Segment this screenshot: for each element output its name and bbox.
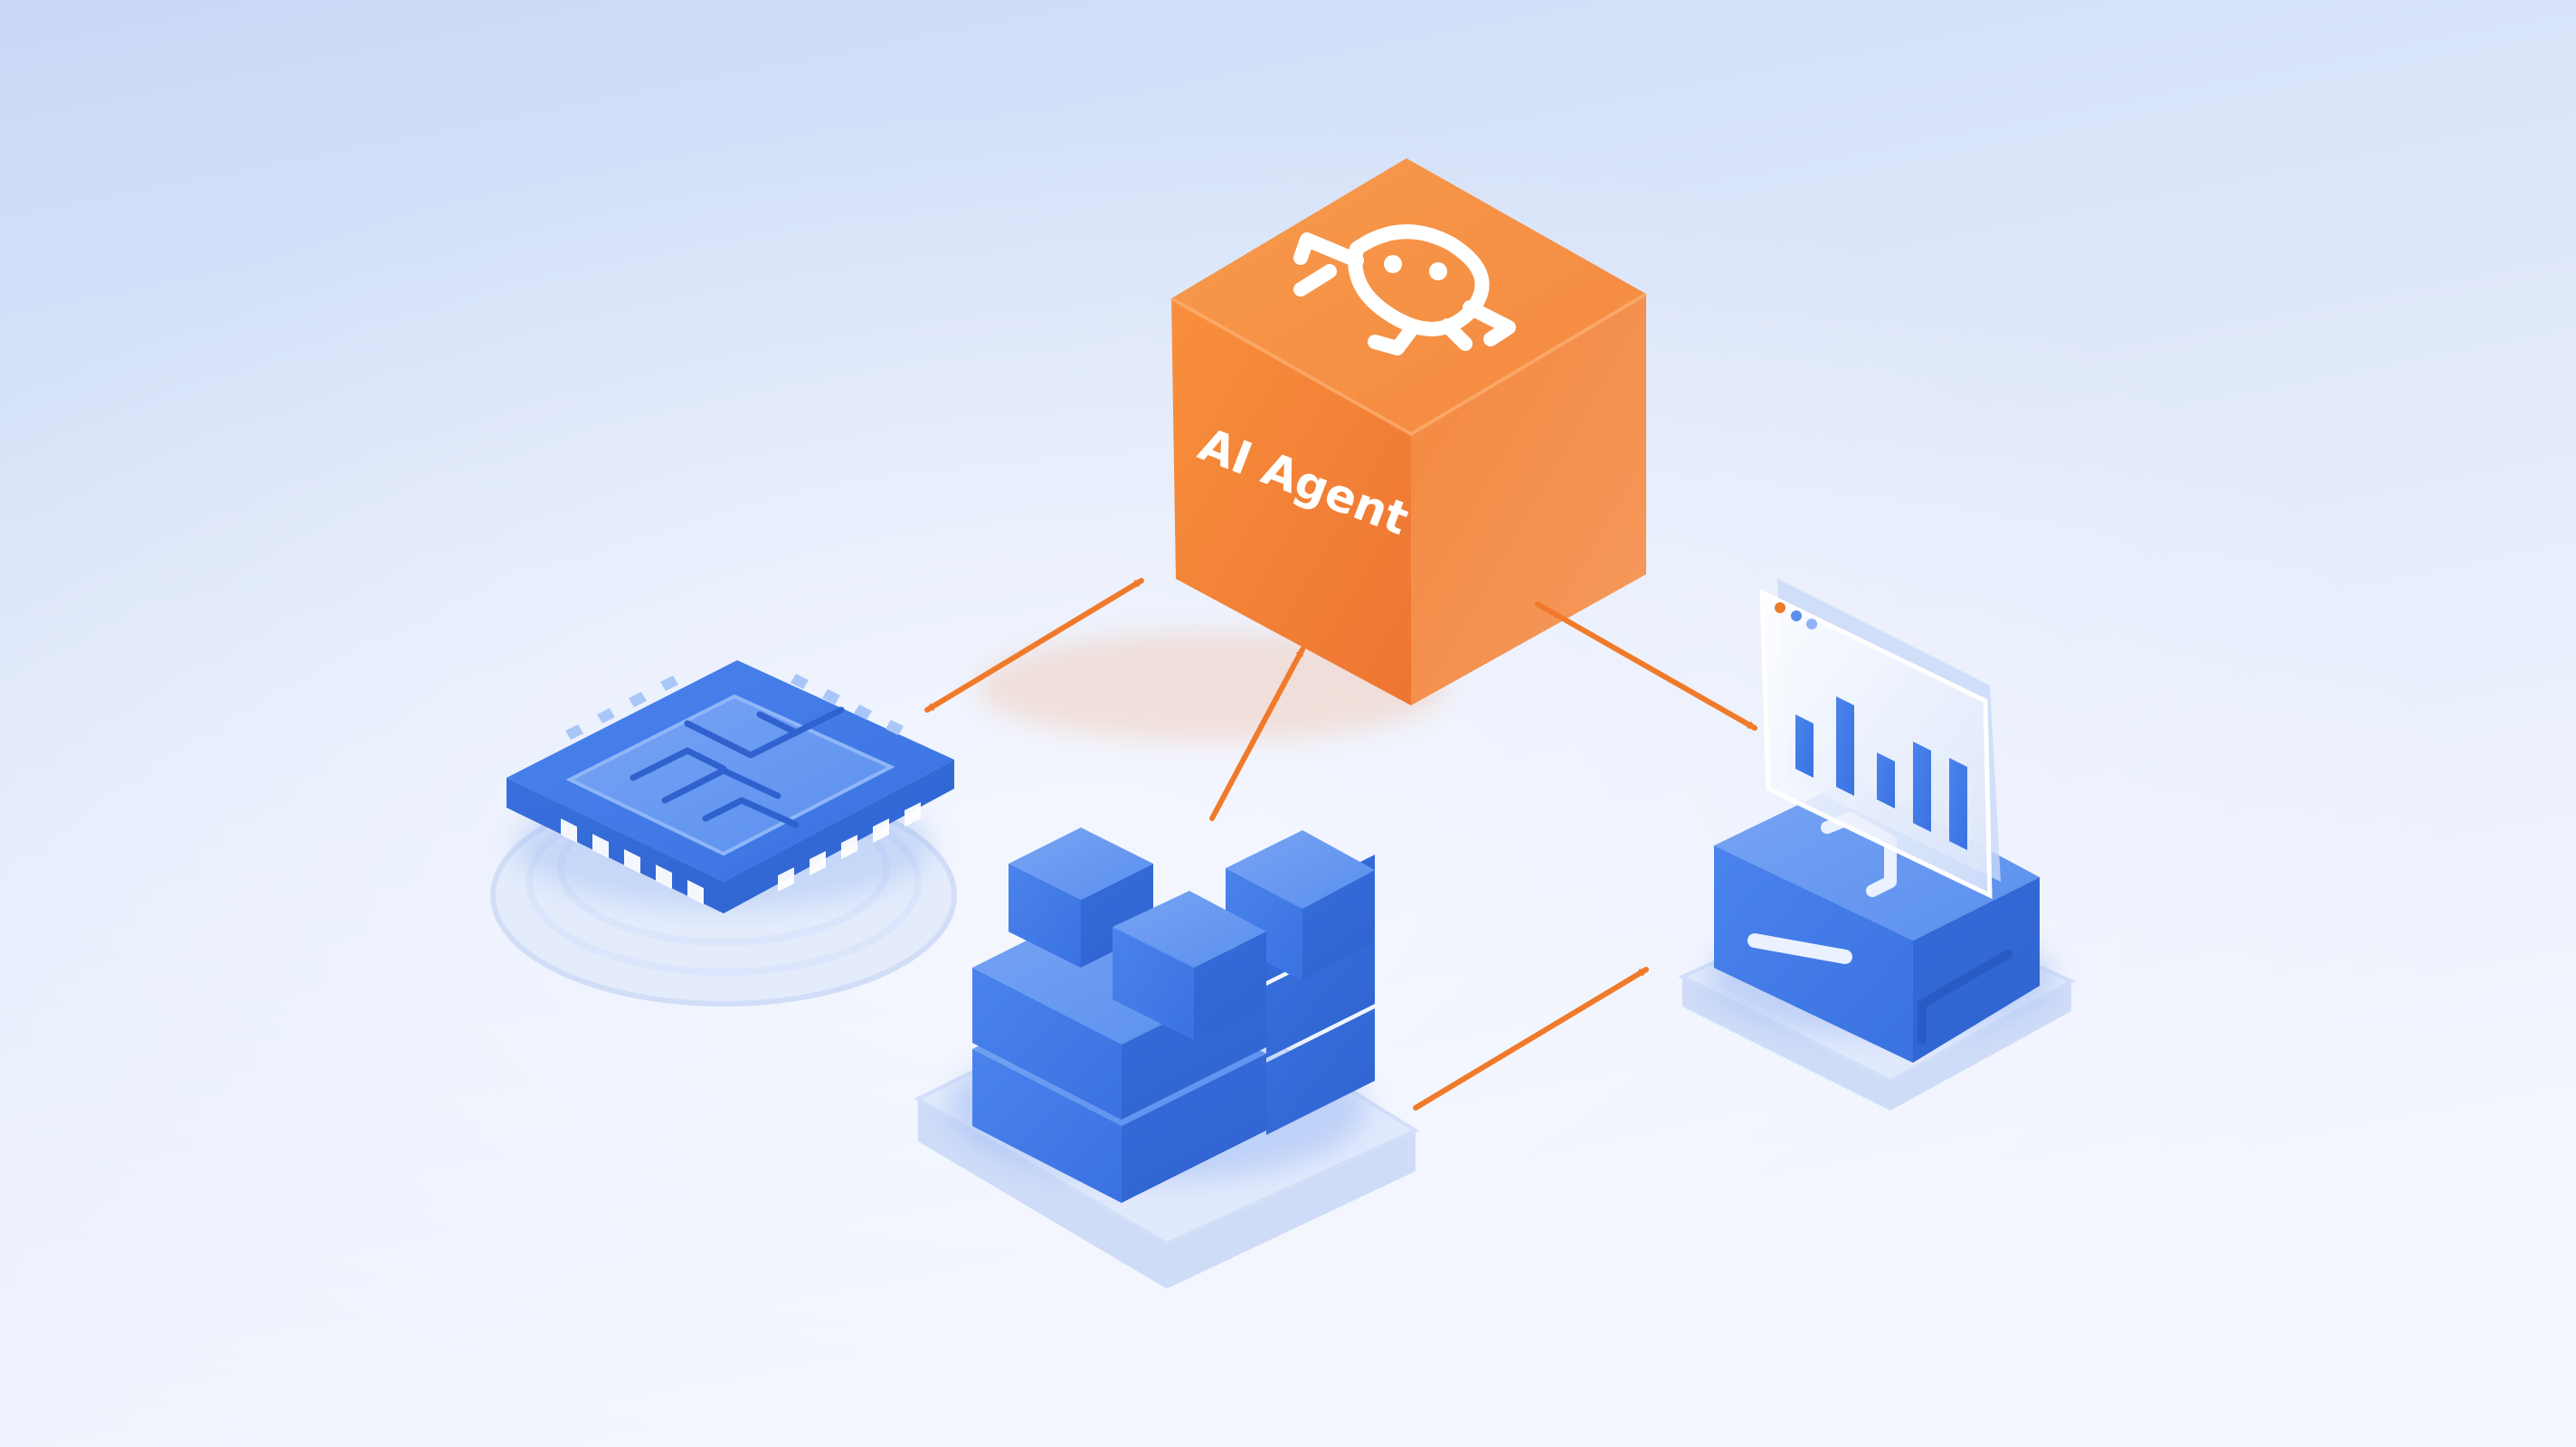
robot-eye-left	[1384, 255, 1402, 273]
dashboard-bar-chart	[1795, 696, 1967, 850]
blocks-base-side	[918, 1099, 1416, 1289]
box-handle	[1918, 950, 2012, 1045]
data-blocks-icon	[914, 828, 1420, 1289]
robot-icon	[1293, 224, 1516, 355]
window-dot-blue-2	[1806, 619, 1817, 629]
arrow-blocks-agent	[1209, 647, 1305, 821]
robot-eye-right	[1429, 262, 1447, 280]
connectors	[924, 578, 1757, 1111]
chip-pins	[561, 802, 921, 904]
arrow-agent-dashboard	[1535, 601, 1757, 731]
arrow-blocks-dashboard	[1413, 967, 1649, 1111]
chip-icon	[490, 660, 957, 1007]
dashboard-screen	[1759, 588, 1993, 900]
box-slot	[1747, 933, 1852, 964]
agent-cube-right	[1411, 294, 1646, 705]
chip-circuit-traces	[630, 706, 845, 828]
window-dot-blue-1	[1791, 610, 1802, 621]
chip-pins-back	[565, 674, 904, 740]
dashboard-icon	[1678, 579, 2076, 1111]
arrow-chip-agent	[924, 578, 1144, 713]
window-dot-orange	[1775, 602, 1785, 613]
